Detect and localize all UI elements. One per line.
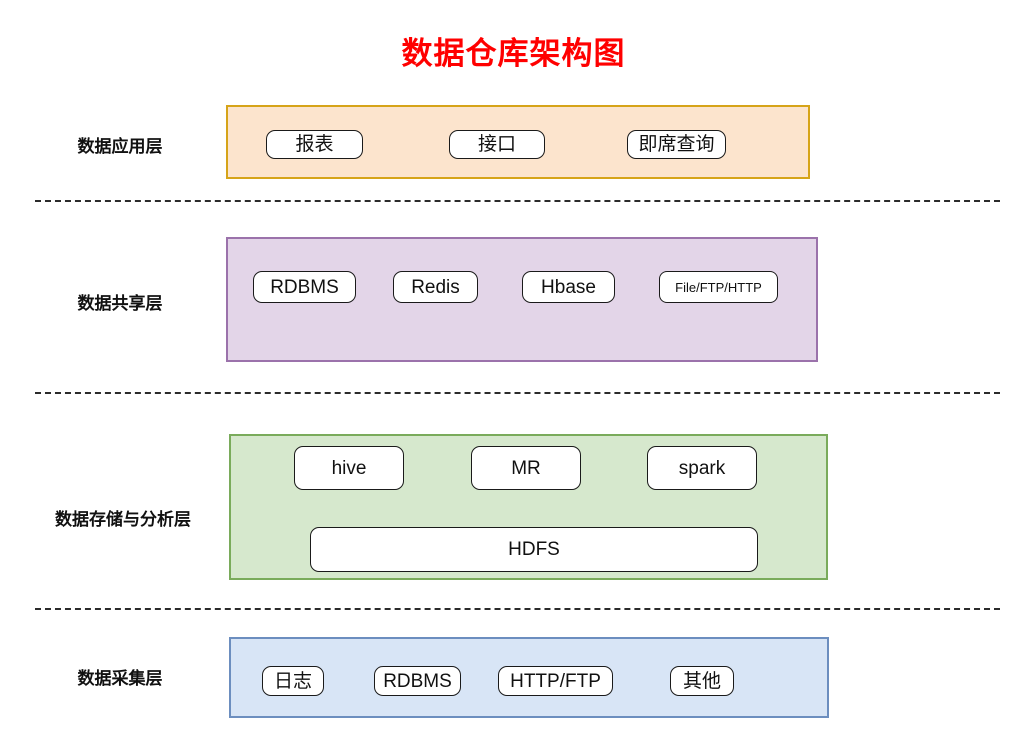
node-report[interactable]: 报表 — [266, 130, 363, 159]
node-share-hbase[interactable]: Hbase — [522, 271, 615, 303]
node-share-file-ftp-http[interactable]: File/FTP/HTTP — [659, 271, 778, 303]
layer-label-collection: 数据采集层 — [77, 669, 163, 688]
divider-2 — [35, 392, 1000, 394]
node-hdfs[interactable]: HDFS — [310, 527, 758, 572]
layer-label-application: 数据应用层 — [77, 137, 163, 156]
layer-label-storage-analysis: 数据存储与分析层 — [55, 510, 191, 529]
divider-1 — [35, 200, 1000, 202]
node-interface[interactable]: 接口 — [449, 130, 545, 159]
node-hive[interactable]: hive — [294, 446, 404, 490]
node-spark[interactable]: spark — [647, 446, 757, 490]
layer-label-share: 数据共享层 — [77, 294, 163, 313]
node-share-rdbms[interactable]: RDBMS — [253, 271, 356, 303]
node-other[interactable]: 其他 — [670, 666, 734, 696]
page-title: 数据仓库架构图 — [401, 36, 626, 71]
divider-3 — [35, 608, 1000, 610]
node-share-redis[interactable]: Redis — [393, 271, 478, 303]
node-http-ftp[interactable]: HTTP/FTP — [498, 666, 613, 696]
node-mr[interactable]: MR — [471, 446, 581, 490]
node-log[interactable]: 日志 — [262, 666, 324, 696]
node-adhoc-query[interactable]: 即席查询 — [627, 130, 726, 159]
node-collect-rdbms[interactable]: RDBMS — [374, 666, 461, 696]
